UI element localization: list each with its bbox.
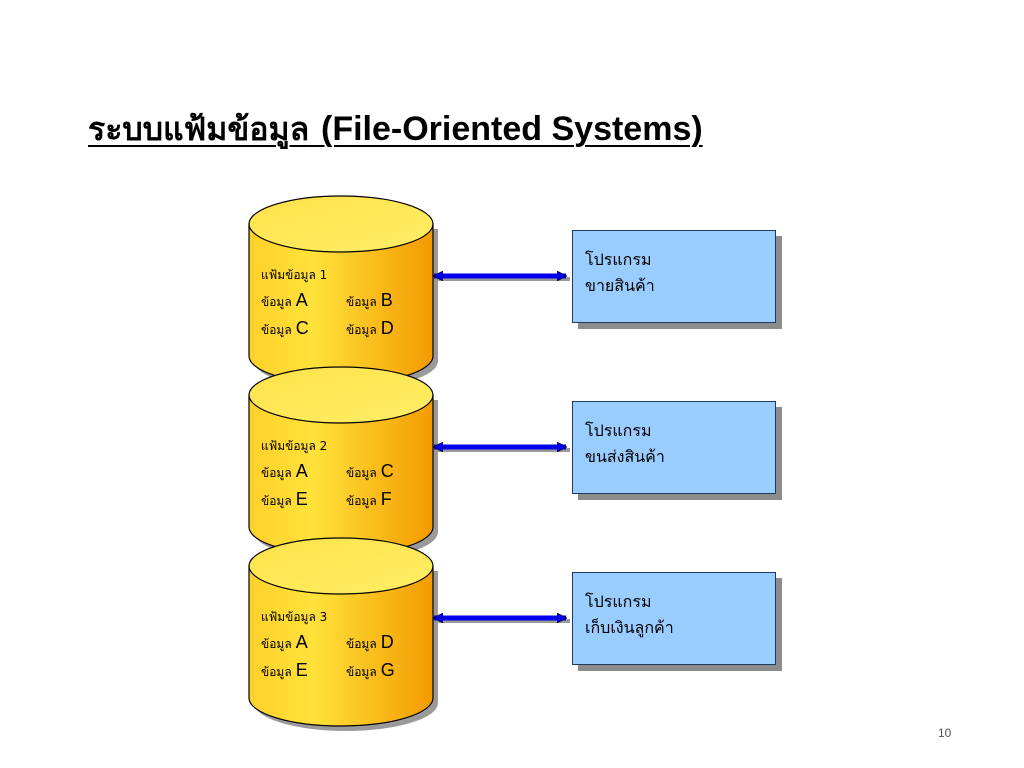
file-name: แฟ้มข้อมูล 3 [261, 610, 328, 624]
data-field-id: D [380, 632, 394, 652]
data-file-cylinder [248, 366, 438, 560]
data-field-label: ข้อมูล [261, 637, 292, 651]
data-field-label: ข้อมูล [261, 466, 292, 480]
data-field-id: B [380, 290, 393, 310]
file-name: แฟ้มข้อมูล 2 [261, 439, 328, 453]
data-file-cylinder [248, 195, 438, 389]
program-box: โปรแกรมขายสินค้า [572, 230, 776, 323]
data-file-cylinder [248, 537, 438, 731]
data-field-id: A [295, 290, 308, 310]
data-field-label: ข้อมูล [261, 323, 292, 337]
data-field-id: E [295, 489, 308, 509]
data-field-id: A [295, 461, 308, 481]
program-label: โปรแกรม [585, 250, 652, 269]
data-field-id: G [380, 660, 395, 680]
slide-title: ระบบแฟ้มข้อมูล (File-Oriented Systems) [88, 104, 703, 154]
program-label: โปรแกรม [585, 592, 652, 611]
data-field-label: ข้อมูล [346, 466, 377, 480]
slide-title-english: (File-Oriented Systems) [321, 110, 703, 148]
data-field-label: ข้อมูล [261, 665, 292, 679]
program-name: เก็บเงินลูกค้า [585, 618, 674, 637]
program-name: ขายสินค้า [585, 276, 655, 295]
data-field-id: F [380, 489, 392, 509]
data-field-id: D [380, 318, 394, 338]
data-field-id: C [380, 461, 394, 481]
data-field-id: C [295, 318, 309, 338]
page-number: 10 [938, 726, 952, 740]
data-field-label: ข้อมูล [346, 295, 377, 309]
file-name: แฟ้มข้อมูล 1 [261, 268, 328, 282]
data-field-label: ข้อมูล [346, 323, 377, 337]
data-field-label: ข้อมูล [346, 637, 377, 651]
program-box: โปรแกรมขนส่งสินค้า [572, 401, 776, 494]
data-field-label: ข้อมูล [346, 494, 377, 508]
program-box: โปรแกรมเก็บเงินลูกค้า [572, 572, 776, 665]
data-field-id: E [295, 660, 308, 680]
program-label: โปรแกรม [585, 421, 652, 440]
slide-title-thai: ระบบแฟ้มข้อมูล [88, 110, 310, 148]
program-name: ขนส่งสินค้า [585, 447, 665, 466]
data-field-label: ข้อมูล [261, 295, 292, 309]
data-field-id: A [295, 632, 308, 652]
data-field-label: ข้อมูล [346, 665, 377, 679]
data-field-label: ข้อมูล [261, 494, 292, 508]
